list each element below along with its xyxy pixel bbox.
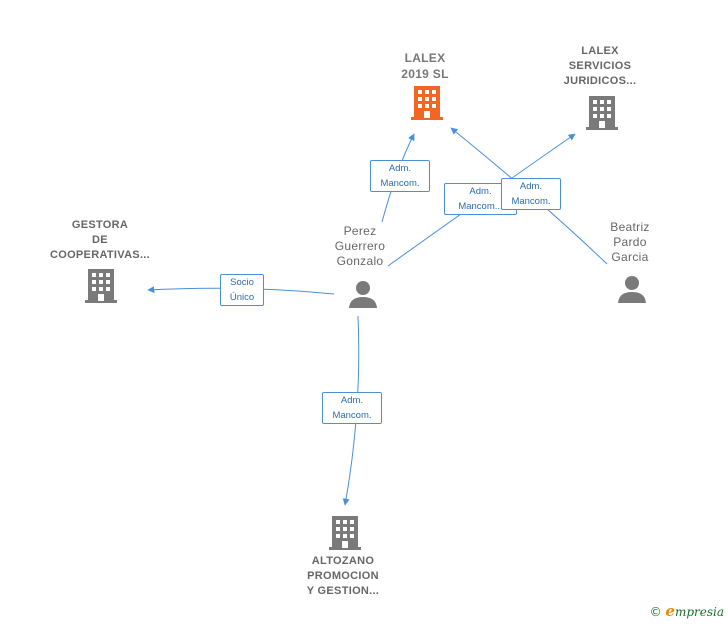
label-line: Pardo: [613, 235, 647, 249]
edge-label-line: Mancom.: [511, 196, 551, 207]
label-line: COOPERATIVAS...: [49, 249, 151, 261]
building-icon[interactable]: [85, 269, 117, 303]
edge-label-perez-gestora[interactable]: Socio Único: [220, 274, 264, 306]
edge-label-line: Mancom.: [332, 410, 372, 421]
label-line: Guerrero: [334, 239, 386, 253]
label-line: LALEX: [581, 45, 619, 57]
edge-label-line: Único: [229, 292, 255, 303]
edge-label-line: Adm.: [469, 186, 492, 197]
node-label-altozano[interactable]: ALTOZANO PROMOCION Y GESTION...: [293, 554, 393, 599]
node-label-gestora[interactable]: GESTORA DE COOPERATIVAS...: [45, 218, 155, 263]
copyright-symbol: ©: [649, 605, 662, 619]
edge-label-line: Mancom.: [380, 178, 420, 189]
edge-label-line: Mancom...: [458, 201, 503, 212]
label-line: LALEX: [404, 51, 446, 65]
edge-label-line: Adm.: [388, 163, 412, 174]
building-icon[interactable]: [411, 86, 443, 120]
brand-watermark: © empresia: [650, 602, 724, 620]
label-line: Gonzalo: [336, 254, 384, 268]
edge-label-line: Adm.: [340, 395, 364, 406]
label-line: Beatriz: [610, 220, 650, 234]
label-line: GESTORA: [71, 219, 129, 231]
node-label-lalex-servicios[interactable]: LALEX SERVICIOS JURIDICOS...: [550, 44, 650, 89]
label-line: DE: [92, 234, 108, 246]
label-line: SERVICIOS: [568, 60, 632, 72]
label-line: 2019 SL: [401, 67, 449, 81]
label-line: JURIDICOS...: [563, 75, 637, 87]
edge-label-beatriz-lalex2019[interactable]: Adm. Mancom.: [501, 178, 561, 210]
person-icon[interactable]: [617, 274, 647, 304]
node-label-beatriz[interactable]: Beatriz Pardo Garcia: [595, 220, 665, 265]
label-line: PROMOCION: [307, 570, 379, 582]
building-icon[interactable]: [329, 516, 361, 550]
label-line: ALTOZANO: [311, 555, 375, 567]
edge-label-perez-lalex2019[interactable]: Adm. Mancom.: [370, 160, 430, 192]
label-line: Perez: [343, 224, 377, 238]
label-line: Y GESTION...: [306, 585, 380, 597]
person-icon[interactable]: [348, 279, 378, 309]
brand-name: mpresia: [674, 605, 724, 619]
label-line: Garcia: [611, 250, 649, 264]
edge-label-perez-altozano[interactable]: Adm. Mancom.: [322, 392, 382, 424]
brand-logo-initial: e: [665, 602, 675, 620]
node-label-lalex-2019[interactable]: LALEX 2019 SL: [385, 50, 465, 82]
node-label-perez[interactable]: Perez Guerrero Gonzalo: [320, 224, 400, 269]
edge-label-line: Socio: [230, 277, 254, 288]
building-icon[interactable]: [586, 96, 618, 130]
edge-label-line: Adm.: [519, 181, 543, 192]
